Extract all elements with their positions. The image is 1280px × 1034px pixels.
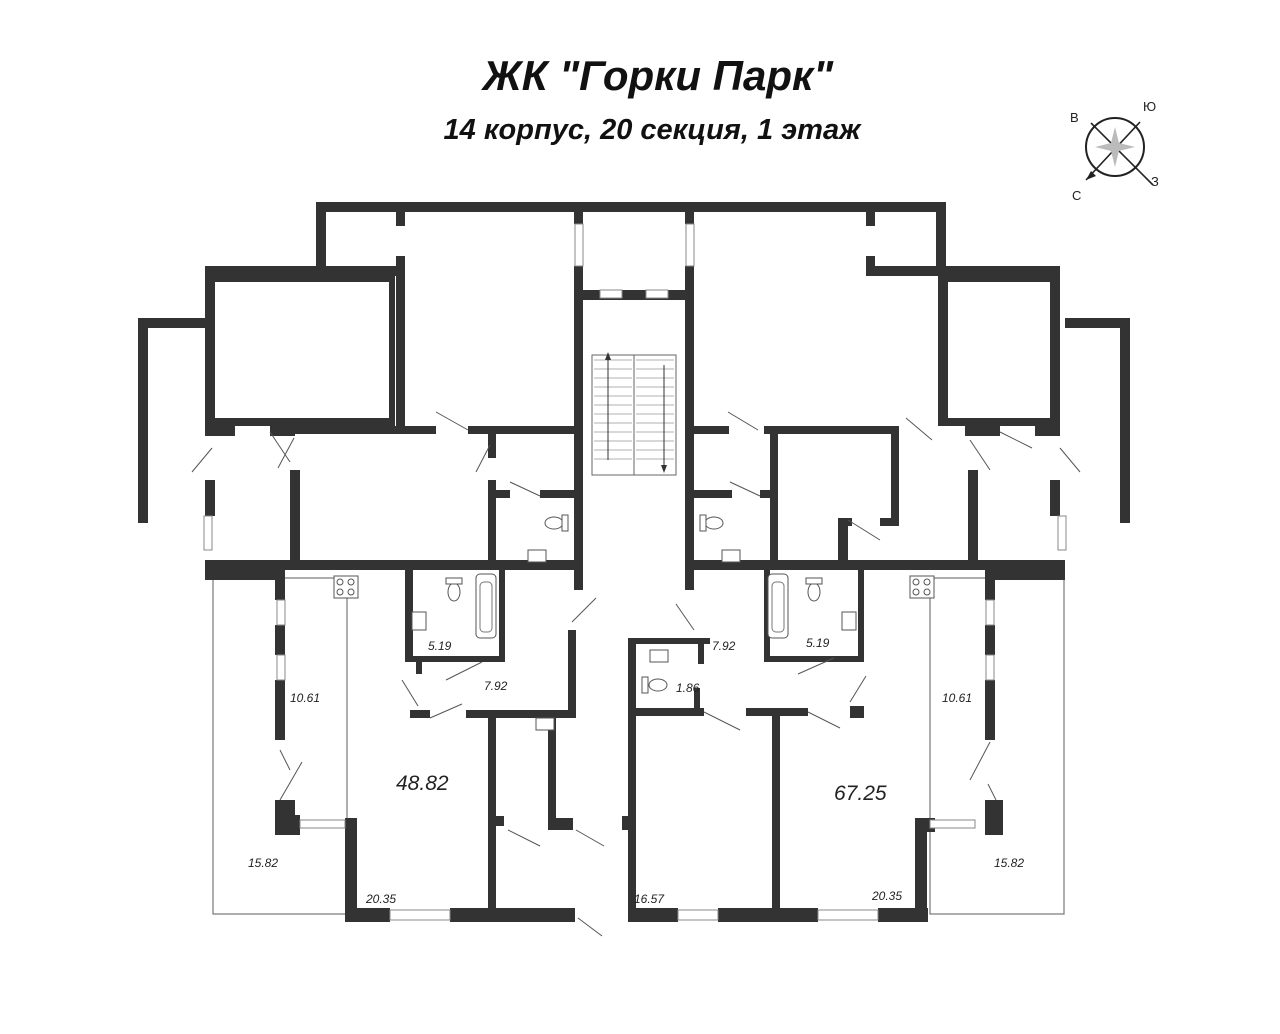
wc-area: 1.86 bbox=[676, 681, 700, 695]
left-balcony-area: 15.82 bbox=[248, 856, 278, 870]
left-kitchen-area: 10.61 bbox=[290, 691, 320, 705]
compass-east-label: В bbox=[1070, 110, 1079, 125]
page-subtitle: 14 корпус, 20 секция, 1 этаж bbox=[443, 114, 861, 146]
right-kitchen-area: 10.61 bbox=[942, 691, 972, 705]
center-room-area: 16.57 bbox=[634, 892, 665, 906]
right-bath-area: 5.19 bbox=[806, 636, 830, 650]
compass-icon: В Ю С З bbox=[1070, 99, 1159, 203]
area-labels: 48.82 67.25 10.61 10.61 5.19 5.19 7.92 7… bbox=[248, 636, 1024, 906]
compass-west-label: З bbox=[1151, 174, 1159, 189]
compass-north-label: С bbox=[1072, 188, 1081, 203]
right-apartment-total-area: 67.25 bbox=[834, 782, 887, 805]
left-apartment-total-area: 48.82 bbox=[396, 772, 449, 795]
door-swings bbox=[191, 411, 1081, 937]
page-title: ЖК "Горки Парк" bbox=[482, 52, 834, 99]
windows bbox=[203, 223, 1067, 921]
right-hall-area: 7.92 bbox=[712, 639, 736, 653]
staircase bbox=[591, 352, 677, 476]
left-bath-area: 5.19 bbox=[428, 639, 452, 653]
left-room-area: 20.35 bbox=[365, 892, 396, 906]
walls bbox=[138, 202, 1130, 922]
fixtures bbox=[333, 514, 935, 731]
right-room-area: 20.35 bbox=[871, 889, 902, 903]
left-hall-area: 7.92 bbox=[484, 679, 508, 693]
right-balcony-area: 15.82 bbox=[994, 856, 1024, 870]
compass-south-label: Ю bbox=[1143, 99, 1156, 114]
